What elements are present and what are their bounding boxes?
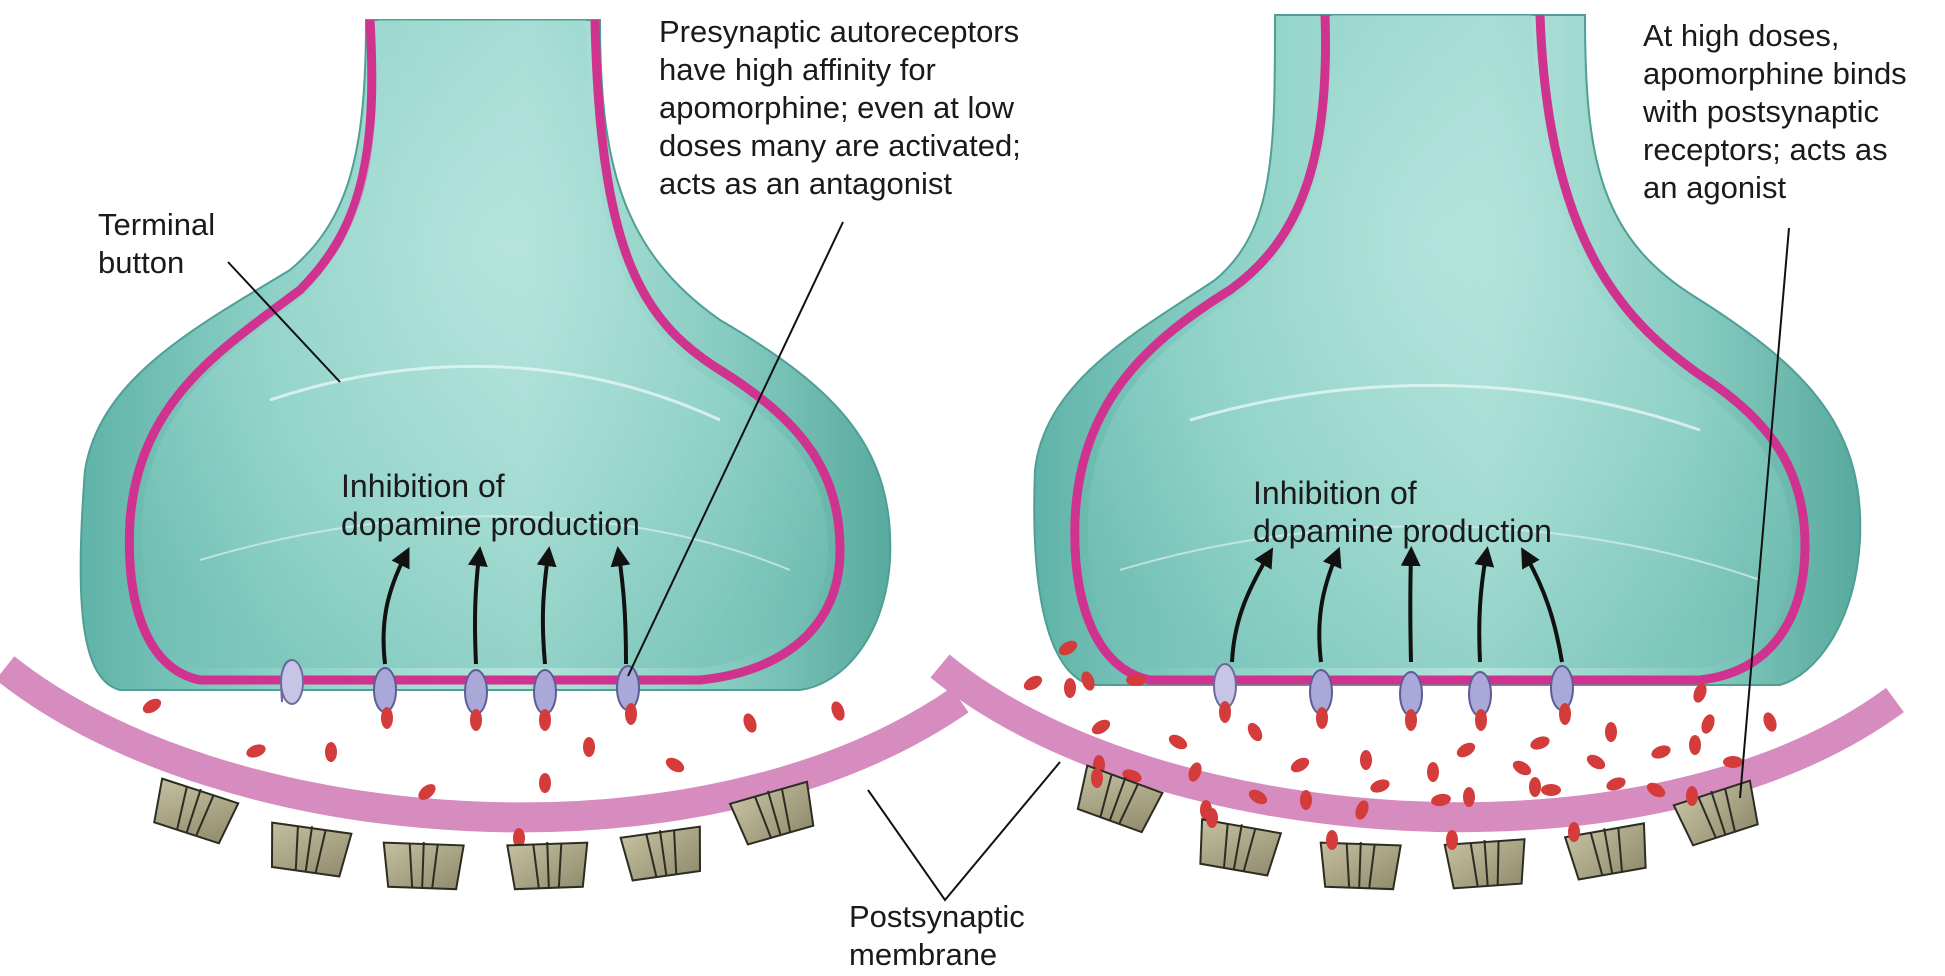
left-drug-molecules — [142, 698, 845, 848]
left-postsynaptic-receptors — [153, 777, 815, 891]
left-terminal-button — [79, 19, 892, 691]
autoreceptor-leader — [627, 221, 844, 677]
postsynaptic-leader — [867, 761, 1061, 902]
right-terminal-button — [1033, 14, 1862, 686]
right-inhibition-arrows — [1230, 546, 1564, 663]
right-autoreceptors — [1213, 663, 1574, 717]
right-drug-molecules — [1023, 640, 1777, 820]
left-autoreceptors — [280, 658, 640, 715]
terminal-button-leader — [227, 261, 341, 383]
postsynaptic-membrane-label: Postsynaptic membrane — [849, 899, 1025, 972]
high-dose-note: At high doses, apomorphine binds with po… — [1643, 18, 1907, 205]
inhibition-label-right: Inhibition of dopamine production — [1253, 475, 1552, 549]
right-receptor-bound-drug — [1091, 768, 1698, 850]
presynaptic-autoreceptor-note: Presynaptic autoreceptors have high affi… — [659, 14, 1021, 201]
left-postsynaptic-membrane — [0, 656, 969, 833]
inhibition-label-left: Inhibition of dopamine production — [341, 468, 640, 542]
agonist-leader — [1739, 227, 1790, 799]
left-inhibition-arrows — [381, 546, 631, 665]
right-bound-drug — [1219, 701, 1571, 731]
left-bound-drug — [381, 703, 637, 731]
right-postsynaptic-receptors — [1076, 764, 1759, 891]
right-postsynaptic-membrane — [930, 654, 1904, 833]
terminal-button-label: Terminal button — [98, 207, 216, 280]
leader-lines — [227, 221, 1790, 902]
